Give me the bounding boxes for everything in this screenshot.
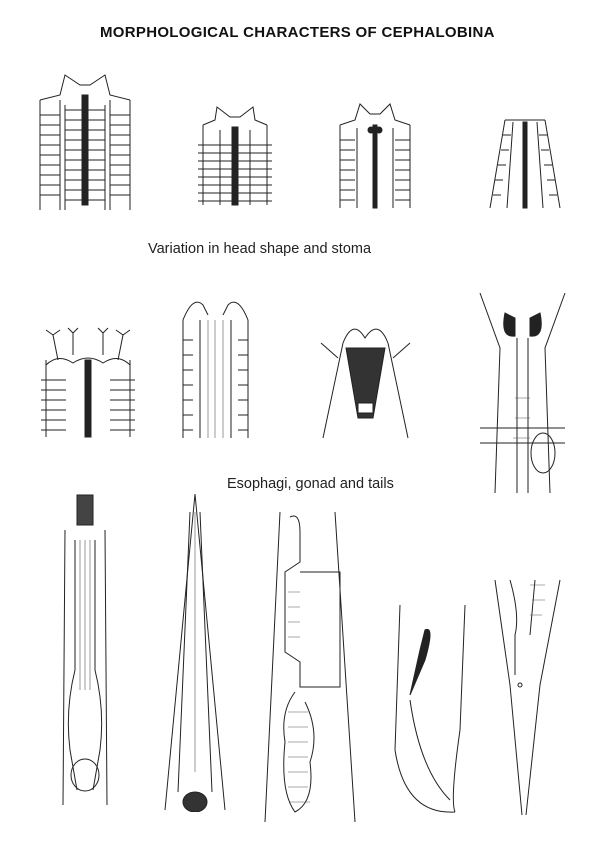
head-illustration-5	[41, 327, 135, 438]
head-illustration-8	[479, 292, 566, 494]
head-illustration-7	[320, 328, 411, 439]
gonad-illustration	[264, 512, 356, 822]
tail-illustration-1	[394, 604, 466, 813]
page-title: MORPHOLOGICAL CHARACTERS OF CEPHALOBINA	[100, 24, 495, 41]
head-illustration-4	[489, 119, 561, 209]
head-illustration-6	[182, 301, 249, 438]
esophagus-illustration-1	[62, 494, 108, 806]
tail-illustration-2	[494, 579, 561, 816]
caption-esophagi: Esophagi, gonad and tails	[227, 476, 394, 492]
head-illustration-2	[198, 106, 272, 206]
head-illustration-1	[39, 74, 131, 210]
head-illustration-3	[339, 103, 411, 209]
caption-head-shape: Variation in head shape and stoma	[148, 241, 372, 257]
esophagus-illustration-2	[164, 493, 226, 812]
